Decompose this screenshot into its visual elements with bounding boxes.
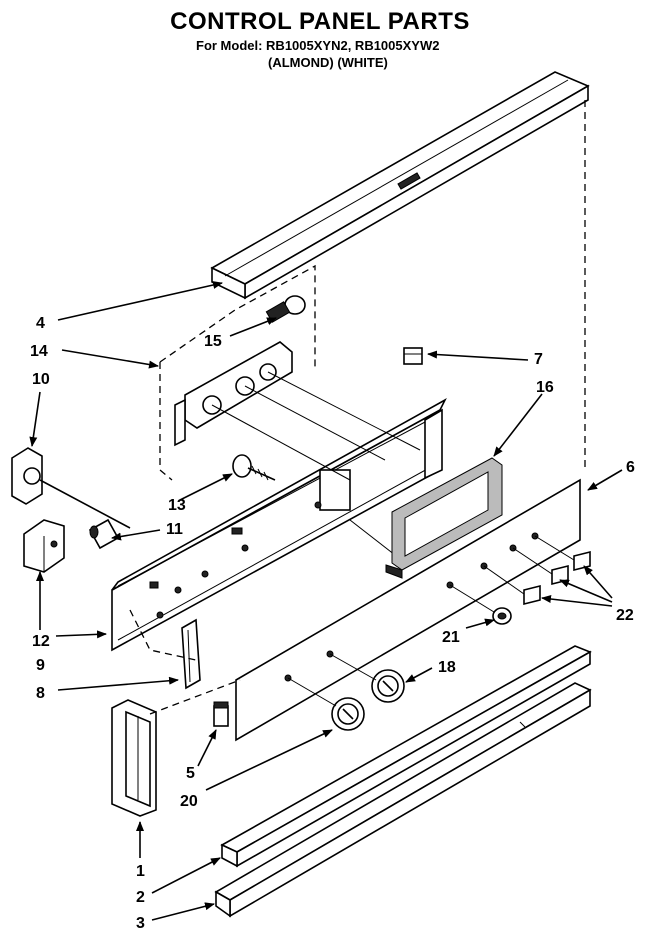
end-cap-1 xyxy=(111,699,157,817)
display-frame xyxy=(385,457,503,579)
callout-4: 4 xyxy=(36,315,45,332)
callout-20: 20 xyxy=(180,793,198,810)
leader-lines xyxy=(29,281,623,921)
callout-1: 1 xyxy=(136,863,145,880)
callout-6: 6 xyxy=(626,459,635,476)
page-title: CONTROL PANEL PARTS xyxy=(170,8,470,35)
callout-15: 15 xyxy=(204,333,222,350)
callout-3: 3 xyxy=(136,915,145,932)
relay-12 xyxy=(23,519,65,573)
clip-5 xyxy=(213,701,229,727)
switch-housing xyxy=(174,341,293,447)
lamp-socket-11 xyxy=(88,518,120,550)
rotary-switch-10 xyxy=(11,447,131,529)
callout-9: 9 xyxy=(36,657,45,674)
callout-7: 7 xyxy=(534,351,543,368)
clip-part xyxy=(403,347,423,365)
grommet-13 xyxy=(232,454,276,481)
callout-10: 10 xyxy=(32,371,50,388)
callout-12: 12 xyxy=(32,633,50,650)
callout-8: 8 xyxy=(36,685,45,702)
knob-18 xyxy=(371,669,405,703)
top-trim-strip xyxy=(210,71,590,300)
push-buttons xyxy=(523,550,591,606)
callout-13: 13 xyxy=(168,497,186,514)
callout-2: 2 xyxy=(136,889,145,906)
lower-trim-strip-2 xyxy=(220,645,592,868)
guide-bracket-8 xyxy=(129,609,197,661)
knob-switch-assembly xyxy=(265,295,306,323)
small-knob xyxy=(492,607,512,625)
callout-5: 5 xyxy=(186,765,195,782)
callout-14: 14 xyxy=(30,343,48,360)
lower-trim-strip-3 xyxy=(214,682,592,918)
callout-22: 22 xyxy=(616,607,634,624)
callout-18: 18 xyxy=(438,659,456,676)
callout-21: 21 xyxy=(442,629,460,646)
model-variants: (ALMOND) (WHITE) xyxy=(268,55,388,70)
knob-20 xyxy=(331,697,365,731)
guide-bracket-left xyxy=(159,362,173,481)
callout-11: 11 xyxy=(166,521,183,538)
control-overlay-panel xyxy=(235,478,581,742)
guide-endcap xyxy=(149,679,241,715)
guide-bracket-top xyxy=(159,264,316,370)
mounting-bracket-8 xyxy=(181,618,201,690)
model-numbers: For Model: RB1005XYN2, RB1005XYW2 xyxy=(196,38,440,53)
callout-16: 16 xyxy=(536,379,554,396)
